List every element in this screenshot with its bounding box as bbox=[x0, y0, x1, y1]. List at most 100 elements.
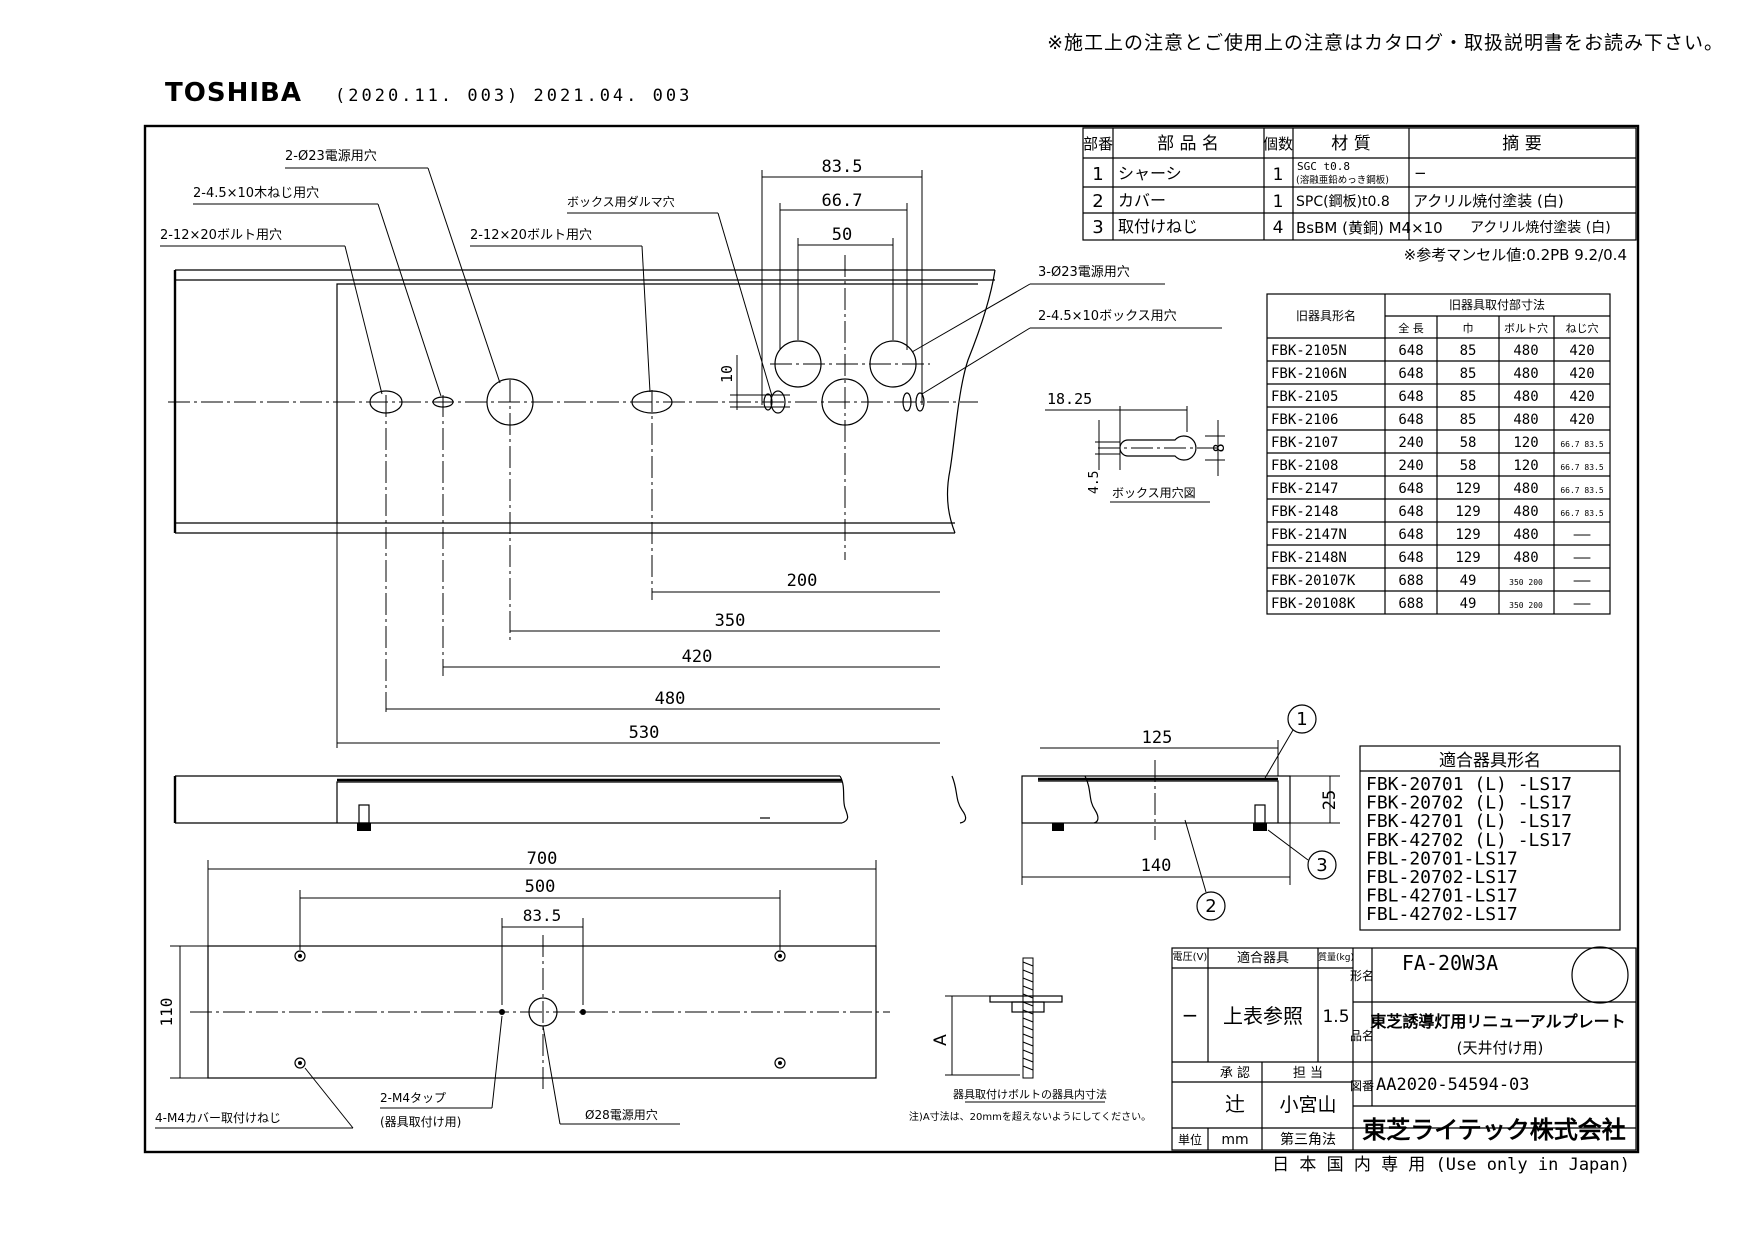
part-3-no: 3 bbox=[1092, 217, 1103, 238]
old-fixture-dim: 480 bbox=[1513, 481, 1538, 497]
old-fixture-dim: 688 bbox=[1398, 573, 1423, 589]
callout-box-keyhole: ボックス用ダルマ穴 bbox=[567, 194, 675, 209]
bolt-detail-title: 器具取付けボルトの器具内寸法 bbox=[953, 1087, 1107, 1101]
old-fixture-model: FBK-2106 bbox=[1271, 412, 1338, 428]
compatible-fixture-item: FBK-42702 (L) -LS17 bbox=[1366, 830, 1572, 851]
old-fixture-dim: 85 bbox=[1460, 366, 1477, 382]
callout-m4-taps-sub: (器具取付け用) bbox=[380, 1115, 461, 1129]
old-fixture-dim: 480 bbox=[1513, 343, 1538, 359]
callout-bolt-holes-left: 2-12×20ボルト用穴 bbox=[160, 228, 282, 243]
cover-screw-hole bbox=[294, 950, 306, 962]
old-fixture-model: FBK-2105 bbox=[1271, 389, 1338, 405]
drawing-label: 図番 bbox=[1350, 1079, 1374, 1093]
compatible-fixture-item: FBK-20702 (L) -LS17 bbox=[1366, 793, 1572, 814]
callout-power-holes: 2-Ø23電源用穴 bbox=[285, 149, 377, 164]
dim-66-7: 66.7 bbox=[822, 191, 863, 211]
unit-value: mm bbox=[1221, 1132, 1248, 1148]
old-fixture-dim: 480 bbox=[1513, 366, 1538, 382]
balloon-1 bbox=[1287, 704, 1317, 734]
old-fixture-dim: 648 bbox=[1398, 504, 1423, 520]
balloon-1-label: 1 bbox=[1296, 709, 1307, 730]
dim-83-5-bottom: 83.5 bbox=[523, 906, 562, 925]
drawing-number: AA2020-54594-03 bbox=[1376, 1075, 1530, 1095]
box-keyhole bbox=[770, 390, 786, 414]
dim-a: A bbox=[931, 1034, 951, 1046]
keyhole-caption: ボックス用穴図 bbox=[1112, 485, 1196, 500]
old-fixture-dim: 66.7 83.5 bbox=[1560, 509, 1604, 518]
compatible-fixture-item: FBL-42701-LS17 bbox=[1366, 886, 1518, 907]
product-sub: (天井付け用) bbox=[1457, 1039, 1544, 1057]
old-fixture-model: FBK-2148 bbox=[1271, 504, 1338, 520]
old-fixture-dim: 240 bbox=[1398, 458, 1423, 474]
part-2-qty: 1 bbox=[1273, 192, 1284, 212]
old-table-header-screw: ねじ穴 bbox=[1566, 321, 1599, 335]
old-fixture-dim: 85 bbox=[1460, 343, 1477, 359]
compatible-fixture-item: FBK-20701 (L) -LS17 bbox=[1366, 774, 1572, 795]
old-fixture-model: FBK-20107K bbox=[1271, 573, 1356, 589]
old-table-header-width: 巾 bbox=[1463, 321, 1474, 335]
dim-140: 140 bbox=[1141, 856, 1172, 876]
old-fixture-dim: 480 bbox=[1513, 389, 1538, 405]
box-hole-b bbox=[915, 392, 925, 412]
old-fixture-dim: 350 200 bbox=[1509, 601, 1543, 610]
old-fixture-dim: 66.7 83.5 bbox=[1560, 486, 1604, 495]
old-fixture-dim: 49 bbox=[1460, 573, 1477, 589]
parts-header-note: 摘 要 bbox=[1502, 134, 1541, 154]
part-1-note: − bbox=[1414, 164, 1427, 182]
fixture-value: 上表参照 bbox=[1223, 1004, 1303, 1028]
dim-4-5: 4.5 bbox=[1087, 471, 1102, 494]
parts-header-name: 部 品 名 bbox=[1157, 134, 1219, 154]
company-name: 東芝ライテック株式会社 bbox=[1362, 1116, 1626, 1144]
projection-method: 第三角法 bbox=[1280, 1131, 1336, 1148]
model-number: FA-20W3A bbox=[1402, 951, 1498, 975]
part-1-name: シャーシ bbox=[1118, 164, 1182, 183]
top-view: 83.5 66.7 50 10 200 350 420 480 530 2-Ø2… bbox=[160, 149, 1222, 748]
old-table-name-header: 旧器具形名 bbox=[1296, 308, 1356, 323]
dim-530: 530 bbox=[629, 723, 660, 743]
dim-83-5-top: 83.5 bbox=[822, 157, 863, 177]
balloon-2 bbox=[1196, 891, 1226, 921]
mass-value: 1.5 bbox=[1322, 1007, 1349, 1027]
old-fixture-dim: —— bbox=[1574, 527, 1591, 543]
type-label: 形名 bbox=[1350, 968, 1374, 983]
part-3-note: アクリル焼付塗装 (白) bbox=[1470, 219, 1611, 236]
old-fixture-dim: 129 bbox=[1455, 527, 1480, 543]
old-fixture-dim: 129 bbox=[1455, 481, 1480, 497]
old-fixture-dim: 420 bbox=[1569, 366, 1594, 382]
old-fixture-dim: 49 bbox=[1460, 596, 1477, 612]
screw-left bbox=[358, 804, 370, 824]
old-fixture-dim: 648 bbox=[1398, 343, 1423, 359]
old-fixture-model: FBK-2147 bbox=[1271, 481, 1338, 497]
dim-125: 125 bbox=[1142, 728, 1173, 748]
dim-480: 480 bbox=[655, 689, 686, 709]
compatible-table-title: 適合器具形名 bbox=[1439, 751, 1541, 771]
old-fixture-dim: 648 bbox=[1398, 527, 1423, 543]
callout-wood-screw-holes: 2-4.5×10木ねじ用穴 bbox=[193, 186, 319, 201]
japan-only-note: 日 本 国 内 専 用 (Use only in Japan) bbox=[1272, 1155, 1630, 1175]
part-1-qty: 1 bbox=[1273, 165, 1284, 185]
dim-50: 50 bbox=[832, 225, 852, 245]
dim-420: 420 bbox=[682, 647, 713, 667]
parts-header-no: 部番 bbox=[1083, 135, 1113, 153]
old-fixture-dim: 350 200 bbox=[1509, 578, 1543, 587]
old-fixture-dim: 240 bbox=[1398, 435, 1423, 451]
title-block: 電圧(V) 適合器具 質量(kg) − 上表参照 1.5 形名 FA-20W3A… bbox=[1171, 946, 1637, 1175]
approver-name: 辻 bbox=[1225, 1092, 1245, 1116]
old-fixture-dim: 480 bbox=[1513, 412, 1538, 428]
voltage-header: 電圧(V) bbox=[1173, 951, 1208, 963]
bolt-detail-note: 注)A寸法は、20mmを超えないようにしてください。 bbox=[909, 1110, 1151, 1123]
old-fixture-dim: 480 bbox=[1513, 527, 1538, 543]
part-2-material: SPC(鋼板)t0.8 bbox=[1296, 194, 1390, 210]
m4-tap-left bbox=[499, 1009, 505, 1015]
part-3-material: BsBM (黄銅) M4×10 bbox=[1296, 219, 1443, 237]
part-1-material: SGC t0.8 bbox=[1297, 160, 1350, 173]
old-fixture-model: FBK-2106N bbox=[1271, 366, 1347, 382]
old-fixture-dim: 66.7 83.5 bbox=[1560, 463, 1604, 472]
old-fixture-dim: 129 bbox=[1455, 504, 1480, 520]
dim-700: 700 bbox=[527, 849, 558, 869]
dim-8: 8 bbox=[1210, 443, 1228, 452]
old-fixture-model: FBK-2108 bbox=[1271, 458, 1338, 474]
dim-25: 25 bbox=[1320, 790, 1340, 810]
